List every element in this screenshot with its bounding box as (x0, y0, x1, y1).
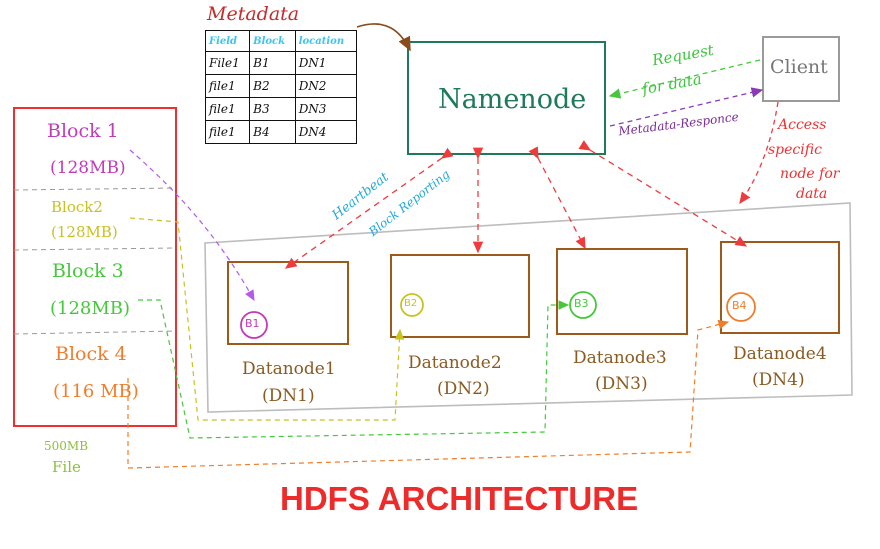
metadata-cell: DN3 (294, 97, 358, 121)
metadata-to-namenode-arrow (356, 23, 411, 52)
client-label: Client (770, 56, 828, 78)
namenode-label: Namenode (438, 84, 587, 115)
datanode1-name: Datanode1 (242, 359, 336, 379)
metadata-cell: DN1 (294, 51, 358, 75)
access-label-4: data (796, 186, 828, 202)
table-row: file1 B2 DN2 (204, 74, 358, 98)
metadata-title: Metadata (207, 3, 300, 25)
block-circle-b1 (240, 311, 268, 339)
namenode-box (407, 41, 606, 155)
datanode3-id: (DN3) (595, 374, 648, 394)
block4-name: Block 4 (55, 343, 127, 365)
datanode2-name: Datanode2 (408, 353, 502, 373)
access-node-arrow (739, 101, 779, 205)
metadata-cell: File1 (204, 51, 251, 75)
block-circle-b2 (400, 293, 424, 317)
metadata-cell: file1 (204, 74, 251, 98)
metadata-response-arrow (609, 87, 764, 127)
block3-placement-line (138, 299, 570, 439)
block1-name: Block 1 (47, 120, 119, 142)
metadata-cell: B4 (249, 120, 296, 144)
datanode3-name: Datanode3 (573, 348, 667, 368)
heartbeat-arrow-dn3 (528, 146, 586, 250)
metadata-cell: DN2 (294, 74, 358, 98)
table-row: file1 B4 DN4 (204, 120, 358, 144)
datanode4-name: Datanode4 (733, 344, 827, 364)
request-arrow (608, 59, 761, 99)
table-row: file1 B3 DN3 (204, 97, 358, 121)
block2-placement-line (129, 217, 405, 421)
metadata-cell: file1 (204, 97, 251, 121)
datanode4-id: (DN4) (752, 370, 805, 390)
metadata-col-location: location (294, 30, 358, 52)
metadata-table: Field Block location File1 B1 DN1 file1 … (204, 30, 358, 144)
block2-name: Block2 (51, 198, 103, 216)
block1-size: (128MB) (50, 158, 126, 178)
block3-name: Block 3 (52, 260, 124, 282)
block-divider (13, 187, 177, 191)
heartbeat-arrow-dn4 (578, 140, 748, 247)
datanode-box-1 (227, 261, 349, 345)
block-circle-b3 (569, 291, 597, 319)
metadata-cell: DN4 (294, 120, 358, 144)
datanode-box-2 (390, 254, 530, 338)
metadata-cell: file1 (204, 120, 251, 144)
access-label-1: Access (778, 117, 827, 133)
file-box (13, 107, 177, 427)
datanode1-id: (DN1) (262, 386, 315, 406)
block-divider (13, 247, 177, 251)
file-size-label: 500MB (44, 439, 89, 453)
metadata-header-row: Field Block location (204, 30, 358, 52)
datanode-box-3 (556, 248, 688, 335)
file-label: File (52, 458, 81, 476)
metadata-col-field: Field (204, 30, 251, 52)
diagram-title: HDFS ARCHITECTURE (280, 480, 639, 517)
block4-size: (116 MB) (53, 381, 139, 402)
block3-size: (128MB) (50, 298, 131, 319)
block-circle-label-b1: B1 (245, 317, 260, 330)
datanode-box-4 (720, 241, 840, 334)
access-label-2: specific (768, 142, 822, 158)
block4-placement-line (127, 319, 730, 469)
block2-size: (128MB) (51, 223, 118, 241)
heartbeat-arrow-dn1 (284, 147, 454, 269)
block-divider (13, 330, 177, 335)
access-label-3: node for (780, 166, 840, 182)
metadata-cell: B2 (249, 74, 296, 98)
table-row: File1 B1 DN1 (204, 51, 358, 75)
datanode2-id: (DN2) (437, 379, 490, 399)
block-circle-label-b2: B2 (404, 298, 418, 309)
client-box (762, 36, 840, 102)
block-circle-label-b3: B3 (574, 297, 589, 310)
block1-placement-line (129, 149, 255, 302)
block-circle-b4 (726, 292, 756, 322)
metadata-cell: B3 (249, 97, 296, 121)
metadata-col-block: Block (249, 30, 296, 52)
metadata-cell: B1 (249, 51, 296, 75)
block-circle-label-b4: B4 (732, 299, 747, 312)
